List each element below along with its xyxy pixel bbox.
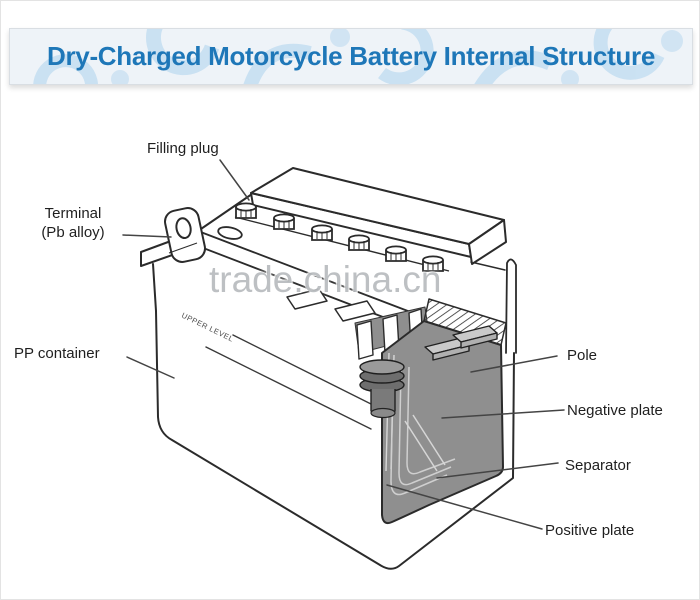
leader-line-terminal	[122, 234, 172, 238]
label-negative-plate: Negative plate	[567, 402, 663, 419]
label-terminal: Terminal (Pb alloy)	[41, 205, 105, 241]
pole-part	[359, 359, 405, 419]
tray-vent-hole	[217, 226, 243, 240]
cutaway-section	[354, 298, 507, 525]
leader-line-separator	[436, 462, 559, 479]
header-banner: Dry-Charged Motorcycle Battery Internal …	[9, 28, 693, 85]
label-positive-plate: Positive plate	[545, 522, 635, 539]
label-pole: Pole	[567, 347, 598, 364]
plate-stack	[390, 366, 456, 496]
page-title: Dry-Charged Motorcycle Battery Internal …	[46, 41, 655, 71]
label-filling-plug: Filling plug	[147, 140, 219, 157]
case-marking-text: UPPER LEVEL	[180, 311, 235, 344]
leader-line-pp-container	[126, 356, 175, 379]
battery-lid	[250, 167, 507, 265]
leader-line-filling-plug	[219, 159, 250, 201]
leader-line-negative-plate	[441, 409, 565, 419]
leader-line-pole	[470, 355, 558, 373]
leader-line-positive-plate	[386, 484, 543, 530]
connector-straps	[424, 325, 498, 361]
watermark-text: trade.china.cn	[209, 259, 442, 300]
banner-swirl-decoration	[33, 29, 683, 84]
leader-lines	[122, 159, 565, 530]
terminal-post	[164, 207, 243, 263]
label-pp-container: PP container	[14, 345, 100, 362]
filling-plugs	[234, 202, 450, 272]
label-separator: Separator	[565, 457, 631, 474]
